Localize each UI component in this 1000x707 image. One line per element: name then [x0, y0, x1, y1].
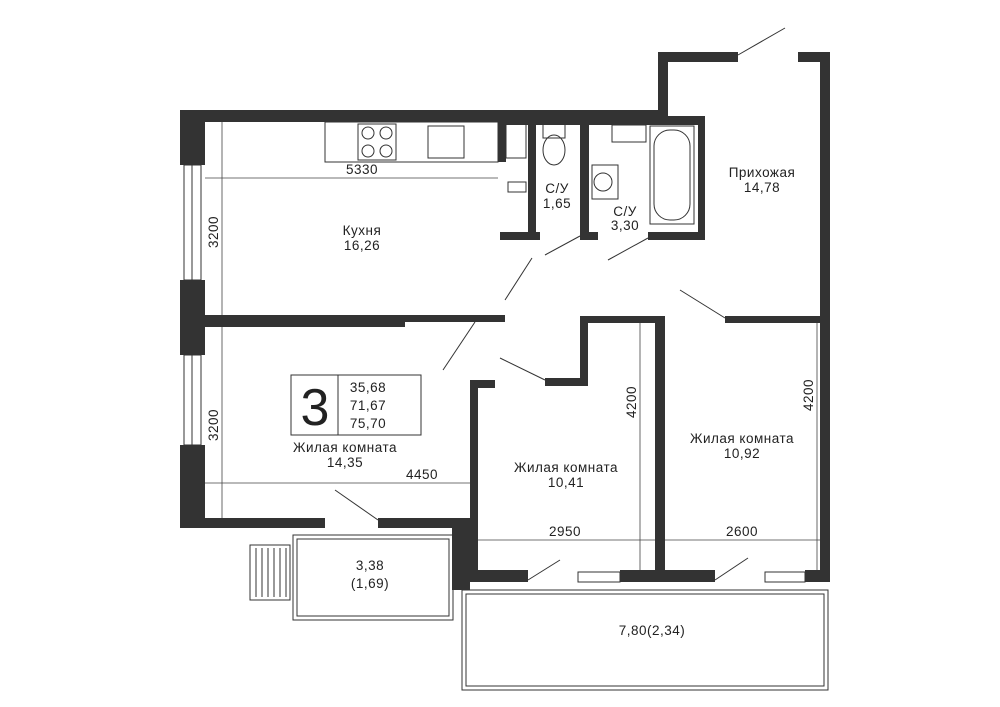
room-name: С/У — [545, 181, 569, 196]
room-name: Жилая комната — [293, 440, 397, 455]
apartment-summary: 3 35,68 71,67 75,70 — [290, 374, 422, 437]
dimension-label: 4450 — [406, 467, 438, 482]
total-area: 71,67 — [350, 398, 386, 413]
dimension-label: 3200 — [206, 409, 221, 441]
dimension-label: 2600 — [726, 524, 758, 539]
dimension-label: 4200 — [801, 379, 816, 411]
room-name: Жилая комната — [514, 460, 618, 475]
room-name: Жилая комната — [690, 431, 794, 446]
room-area: 16,26 — [344, 238, 380, 253]
dimension-label: 3200 — [206, 216, 221, 248]
room-name: С/У — [613, 204, 637, 219]
room-area: 1,65 — [543, 196, 571, 211]
total-area-with-balcony: 75,70 — [350, 416, 386, 431]
balcony-area-reduced: (1,69) — [351, 576, 389, 591]
dimension-label: 4200 — [624, 386, 639, 418]
room-name: Прихожая — [729, 165, 796, 180]
room-area: 10,92 — [724, 446, 760, 461]
room-name: Кухня — [343, 223, 382, 238]
room-area: 14,78 — [744, 180, 780, 195]
windows-and-balconies — [183, 164, 829, 691]
dimension-label: 5330 — [346, 162, 378, 177]
dimension-label: 2950 — [549, 524, 581, 539]
loggia-area: 7,80(2,34) — [619, 623, 686, 638]
doors — [334, 27, 786, 581]
room-area: 14,35 — [327, 455, 363, 470]
living-area: 35,68 — [350, 380, 386, 395]
walls — [180, 52, 830, 590]
room-area: 10,41 — [548, 475, 584, 490]
room-area: 3,30 — [611, 218, 639, 233]
rooms-count: 3 — [301, 379, 330, 437]
dimension-labels: 5330 3200 3200 4450 4200 2950 4200 2600 — [206, 162, 816, 539]
dimension-lines — [205, 122, 820, 570]
room-labels: Кухня 16,26 С/У 1,65 С/У 3,30 Прихожая 1… — [293, 165, 795, 638]
balcony-area: 3,38 — [356, 558, 384, 573]
fixtures — [324, 121, 695, 225]
